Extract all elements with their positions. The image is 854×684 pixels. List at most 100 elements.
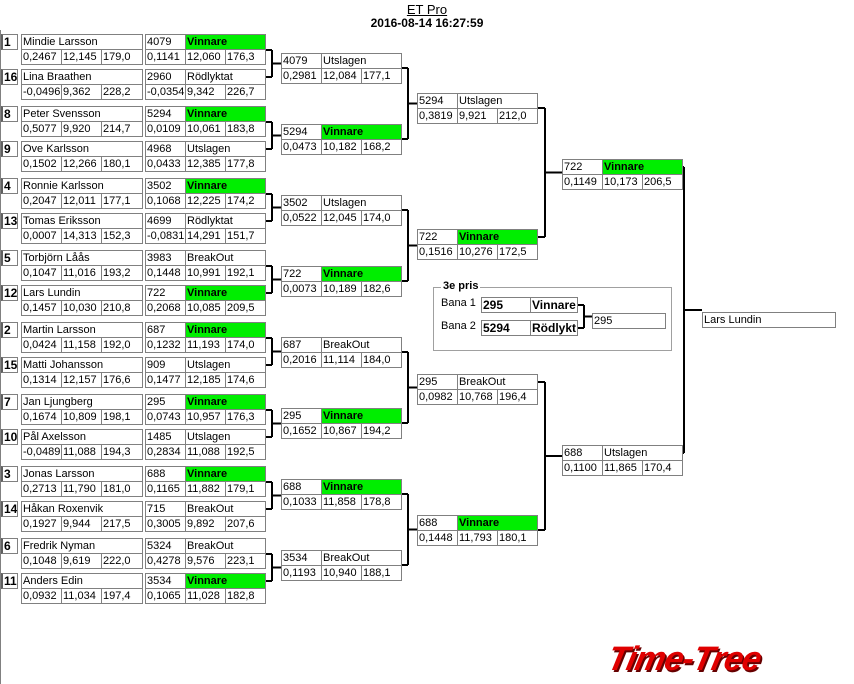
round1-result-speed: 151,7: [225, 228, 266, 244]
round3-result-time: 10,276: [457, 244, 498, 260]
round3-result-speed: 172,5: [497, 244, 538, 260]
round1-result-status: BreakOut: [185, 538, 266, 554]
seed-number: 10: [1, 429, 18, 445]
driver-stat: 0,0007: [21, 228, 62, 244]
round3-result-speed: 196,4: [497, 389, 538, 405]
round3-result-status: Vinnare: [457, 229, 538, 245]
seed-number: 2: [1, 322, 18, 338]
round1-result-speed: 223,1: [225, 553, 266, 569]
round3-result-number: 295: [417, 374, 458, 390]
driver-stat: 197,4: [101, 588, 143, 604]
round1-result-reaction: 0,1065: [145, 588, 186, 604]
round3-result-status: Utslagen: [457, 93, 538, 109]
round1-result-time: 12,225: [185, 193, 226, 209]
driver-stat: 12,266: [61, 156, 102, 172]
driver-stat: 11,016: [61, 265, 102, 281]
round2-result-time: 12,045: [321, 210, 362, 226]
round2-result-number: 688: [281, 479, 322, 495]
round1-result-number: 687: [145, 322, 186, 338]
driver-stat: 10,809: [61, 409, 102, 425]
driver-name: Ronnie Karlsson: [21, 178, 143, 194]
seed-number: 9: [1, 141, 18, 157]
round3-result-time: 11,793: [457, 530, 498, 546]
driver-stat: 176,6: [101, 372, 143, 388]
driver-stat: 217,5: [101, 516, 143, 532]
driver-name: Peter Svensson: [21, 106, 143, 122]
seed-number: 14: [1, 501, 18, 517]
round1-result-status: BreakOut: [185, 501, 266, 517]
driver-stat: 192,0: [101, 337, 143, 353]
round3-result-number: 688: [417, 515, 458, 531]
round1-result-reaction: 0,1165: [145, 481, 186, 497]
lane-1-status: Vinnare: [530, 297, 578, 313]
round3-result-time: 10,768: [457, 389, 498, 405]
round1-result-reaction: 0,3005: [145, 516, 186, 532]
lane-2-status: Rödlykt: [530, 320, 578, 336]
third-place-title: 3e pris: [441, 280, 481, 292]
driver-name: Martin Larsson: [21, 322, 143, 338]
driver-stat: 11,088: [61, 444, 102, 460]
driver-stat: 152,3: [101, 228, 143, 244]
semifinal-result-time: 11,865: [602, 460, 643, 476]
driver-stat: 0,0424: [21, 337, 62, 353]
driver-stat: 12,157: [61, 372, 102, 388]
round2-result-reaction: 0,0073: [281, 281, 322, 297]
round2-result-reaction: 0,1033: [281, 494, 322, 510]
round1-result-number: 715: [145, 501, 186, 517]
round3-result-reaction: 0,1516: [417, 244, 458, 260]
seed-number: 5: [1, 250, 18, 266]
round3-result-status: BreakOut: [457, 374, 538, 390]
round1-result-speed: 226,7: [225, 84, 266, 100]
driver-stat: 0,1674: [21, 409, 62, 425]
driver-stat: 0,5077: [21, 121, 62, 137]
driver-stat: 0,1314: [21, 372, 62, 388]
round1-result-status: Vinnare: [185, 322, 266, 338]
driver-name: Torbjörn Låås: [21, 250, 143, 266]
round1-result-status: Vinnare: [185, 573, 266, 589]
round3-result-speed: 212,0: [497, 108, 538, 124]
semifinal-result-number: 722: [562, 159, 603, 175]
driver-stat: -0,0489: [21, 444, 62, 460]
round1-result-number: 688: [145, 466, 186, 482]
third-place-group: [433, 287, 672, 351]
round1-result-time: 10,957: [185, 409, 226, 425]
round1-result-time: 9,576: [185, 553, 226, 569]
lane-2-number[interactable]: 5294: [481, 320, 531, 336]
lane-1-number[interactable]: 295: [481, 297, 531, 313]
round1-result-status: Vinnare: [185, 106, 266, 122]
driver-name: Tomas Eriksson: [21, 213, 143, 229]
round1-result-time: 10,991: [185, 265, 226, 281]
driver-name: Lina Braathen: [21, 69, 143, 85]
round1-result-reaction: 0,2068: [145, 300, 186, 316]
semifinal-result-speed: 206,5: [642, 174, 683, 190]
driver-stat: 228,2: [101, 84, 143, 100]
driver-stat: 12,011: [61, 193, 102, 209]
round2-result-speed: 178,8: [361, 494, 402, 510]
round2-result-status: Utslagen: [321, 195, 402, 211]
round1-result-time: 11,028: [185, 588, 226, 604]
seed-number: 11: [1, 573, 18, 589]
round2-result-status: Vinnare: [321, 124, 402, 140]
driver-stat: 222,0: [101, 553, 143, 569]
round1-result-time: 10,085: [185, 300, 226, 316]
round2-result-speed: 174,0: [361, 210, 402, 226]
round1-result-reaction: 0,4278: [145, 553, 186, 569]
driver-stat: 0,1048: [21, 553, 62, 569]
round1-result-speed: 174,6: [225, 372, 266, 388]
round1-result-number: 4968: [145, 141, 186, 157]
round1-result-number: 909: [145, 357, 186, 373]
driver-stat: 0,2713: [21, 481, 62, 497]
round3-result-speed: 180,1: [497, 530, 538, 546]
driver-name: Matti Johansson: [21, 357, 143, 373]
round2-result-speed: 184,0: [361, 352, 402, 368]
driver-stat: 0,0932: [21, 588, 62, 604]
round1-result-number: 3502: [145, 178, 186, 194]
round1-result-speed: 209,5: [225, 300, 266, 316]
round2-result-time: 10,940: [321, 565, 362, 581]
semifinal-result-number: 688: [562, 445, 603, 461]
round2-result-time: 10,182: [321, 139, 362, 155]
round2-result-speed: 188,1: [361, 565, 402, 581]
driver-stat: 177,1: [101, 193, 143, 209]
driver-name: Pål Axelsson: [21, 429, 143, 445]
round1-result-status: Rödlyktat: [185, 69, 266, 85]
